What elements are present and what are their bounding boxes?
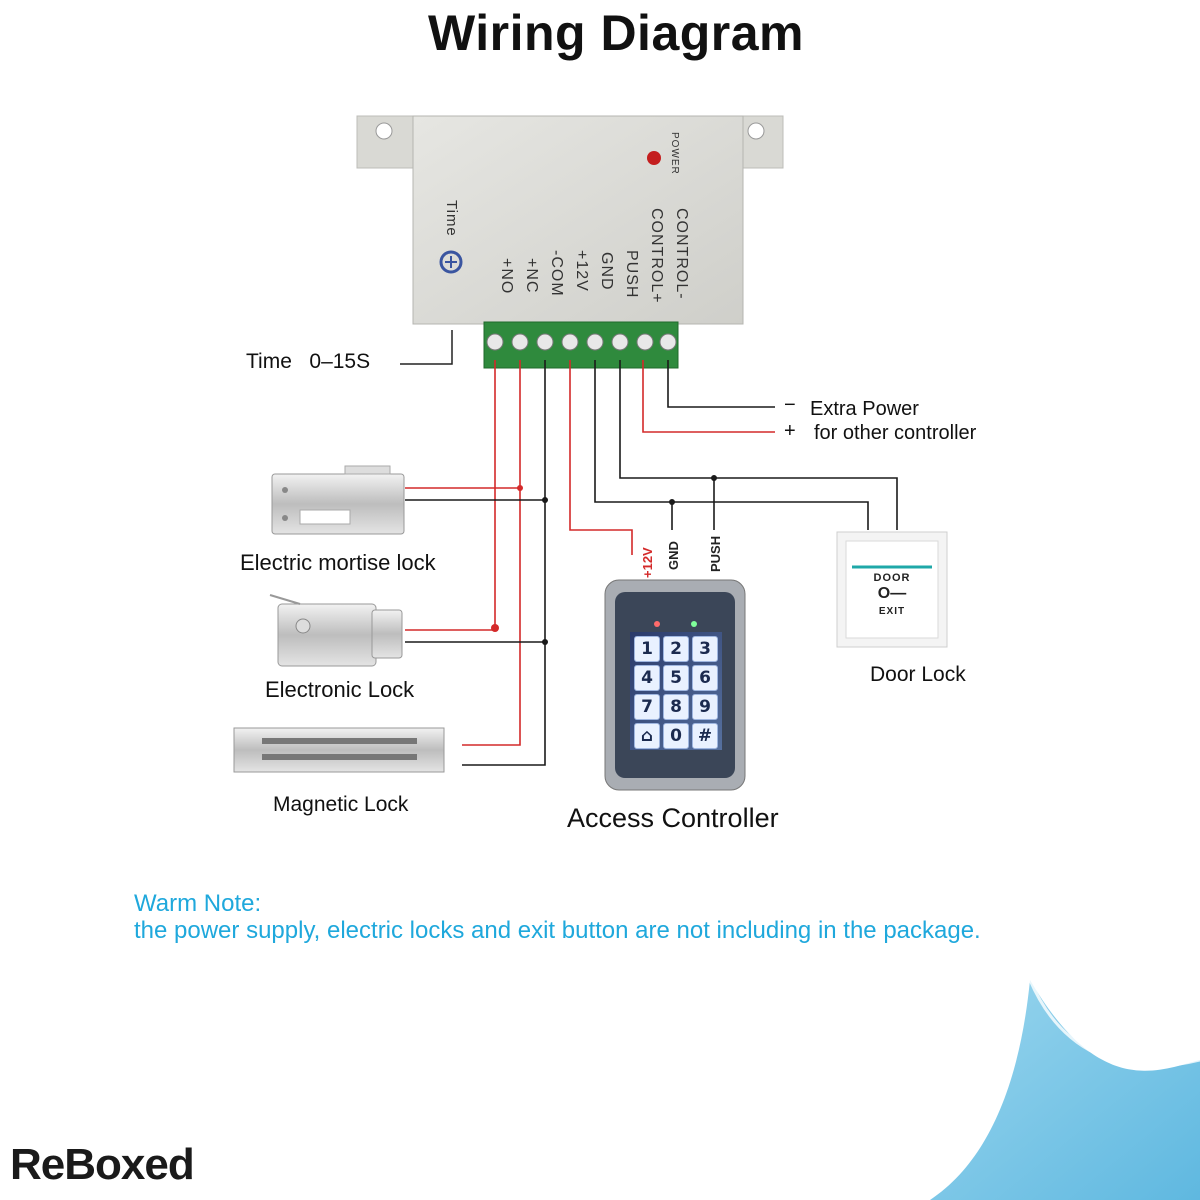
key-icon: O— [877, 585, 907, 602]
minus-sign: − [784, 394, 796, 416]
magnetic-lock-image [233, 727, 445, 773]
terminal-label: -COM [548, 250, 565, 297]
warm-note: Warm Note: the power supply, electric lo… [134, 890, 981, 944]
key-1[interactable]: 1 [634, 636, 660, 662]
plus-sign: + [784, 420, 796, 442]
page-title: Wiring Diagram [427, 5, 805, 61]
keypad-wire-labels: +12V GND PUSH [626, 530, 723, 580]
magnetic-lock-label: Magnetic Lock [273, 793, 409, 816]
electronic-lock-label: Electronic Lock [265, 677, 415, 702]
key-0[interactable]: 0 [663, 723, 689, 749]
keypad-grid: 1 2 3 4 5 6 7 8 9 ⌂ 0 # [634, 636, 720, 749]
terminal-label: +12V [573, 250, 590, 292]
key-8[interactable]: 8 [663, 694, 689, 720]
power-label: POWER [669, 132, 680, 175]
time-dial-icon [439, 250, 463, 274]
door-lock-label: Door Lock [870, 663, 966, 686]
terminal-label: +NC [523, 258, 540, 294]
time-label: Time [443, 200, 460, 237]
door-exit-button-image [836, 531, 948, 648]
power-controller [356, 115, 784, 369]
mortise-lock-label: Electric mortise lock [240, 550, 436, 575]
exit-button-top-text: DOOR [873, 572, 911, 584]
electric-mortise-lock-image [271, 465, 405, 535]
access-controller-label: Access Controller [567, 803, 779, 833]
black-wires [405, 360, 898, 766]
wire-label-gnd: GND [666, 541, 681, 570]
wire-label-12v: +12V [640, 547, 655, 578]
exit-button-bottom-text: EXIT [878, 606, 906, 617]
terminal-label: PUSH [623, 250, 640, 299]
key-4[interactable]: 4 [634, 665, 660, 691]
brand-logo: ReBoxed [10, 1140, 195, 1189]
wire-label-push: PUSH [708, 535, 723, 572]
key-5[interactable]: 5 [663, 665, 689, 691]
terminal-label: GND [598, 252, 615, 291]
key-6[interactable]: 6 [692, 665, 718, 691]
terminal-label: CONTROL- [673, 208, 690, 300]
key-lock-icon[interactable]: ⌂ [634, 723, 660, 749]
warm-note-title: Warm Note: [134, 890, 262, 917]
other-controller-label: for other controller [814, 422, 977, 444]
extra-power-label: Extra Power [810, 398, 919, 420]
warm-note-text: the power supply, electric locks and exi… [134, 917, 981, 944]
key-9[interactable]: 9 [692, 694, 718, 720]
power-led-icon [647, 151, 661, 165]
terminal-label: CONTROL+ [648, 208, 665, 304]
key-3[interactable]: 3 [692, 636, 718, 662]
key-2[interactable]: 2 [663, 636, 689, 662]
electronic-lock-image [269, 594, 403, 667]
terminal-label: +NO [498, 258, 515, 295]
key-hash[interactable]: # [692, 723, 718, 749]
time-range-label: Time 0–15S [246, 350, 371, 373]
corner-decoration [930, 979, 1200, 1200]
key-7[interactable]: 7 [634, 694, 660, 720]
